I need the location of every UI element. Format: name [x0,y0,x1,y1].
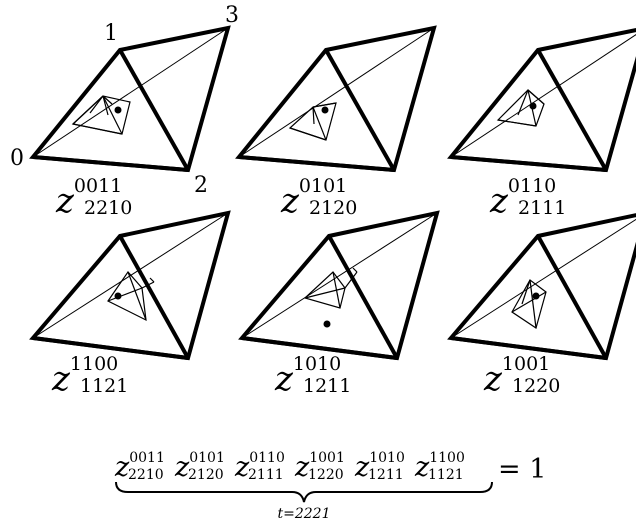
tetrahedron-outline [447,27,636,173]
tetrahedron-outline [447,213,636,361]
tetrahedron-outline [29,25,231,173]
label-superscript: 0011 [74,175,122,197]
vertex-label-0: 0 [10,146,24,171]
diagonal-edge-0-3 [241,212,438,339]
underbrace-label: t=2221 [278,506,331,522]
vertex-label-1: 1 [104,21,118,46]
edge-1-2 [536,49,608,171]
label-subscript: 2120 [309,197,357,219]
edge-1-2 [118,49,190,171]
marker-dot [114,106,122,114]
label-superscript: 0110 [508,175,556,197]
edge-0-2 [32,336,189,360]
vertex-label-2: 2 [194,173,208,198]
equation-rhs: = 1 [498,454,546,485]
label-subscript: 1211 [303,375,351,397]
inner-tetrahedron [288,102,337,141]
marker-dot [114,292,122,300]
label-subscript: 1121 [80,375,128,397]
inner-tetrahedron [71,95,131,135]
edge-1-2 [324,49,396,171]
marker-dot [321,106,329,114]
edge-0-2 [450,336,607,360]
edge-0-2 [450,155,607,172]
edge-1-2 [536,235,608,359]
edge-0-2 [241,336,398,360]
label-subscript: 2210 [84,197,132,219]
diagonal-edge-0-3 [238,27,435,158]
underbrace [115,481,493,503]
inner-tetrahedron [511,279,547,329]
inner-tetrahedron [303,267,358,309]
tetrahedron-outline [29,210,231,361]
inner-tetrahedron [107,271,155,322]
label-subscript: 2111 [518,197,566,219]
marker-dot [323,320,331,328]
marker-dot [529,102,537,110]
label-superscript: 1010 [293,353,341,375]
marker-dot [532,292,540,300]
vertex-label-3: 3 [225,3,239,28]
inner-tetrahedron [496,89,545,127]
edge-0-2 [32,155,189,172]
label-superscript: 1100 [70,353,118,375]
diagonal-edge-0-3 [32,27,229,158]
edge-1-2 [118,235,190,359]
edge-0-2 [238,155,395,172]
tetrahedron-outline [238,210,440,361]
edge-1-2 [327,235,399,359]
diagonal-edge-0-3 [450,218,636,339]
diagonal-edge-0-3 [450,34,636,158]
label-superscript: 1001 [502,353,550,375]
tetrahedron-outline [235,25,437,173]
label-superscript: 0101 [299,175,347,197]
label-subscript: 1220 [512,375,560,397]
